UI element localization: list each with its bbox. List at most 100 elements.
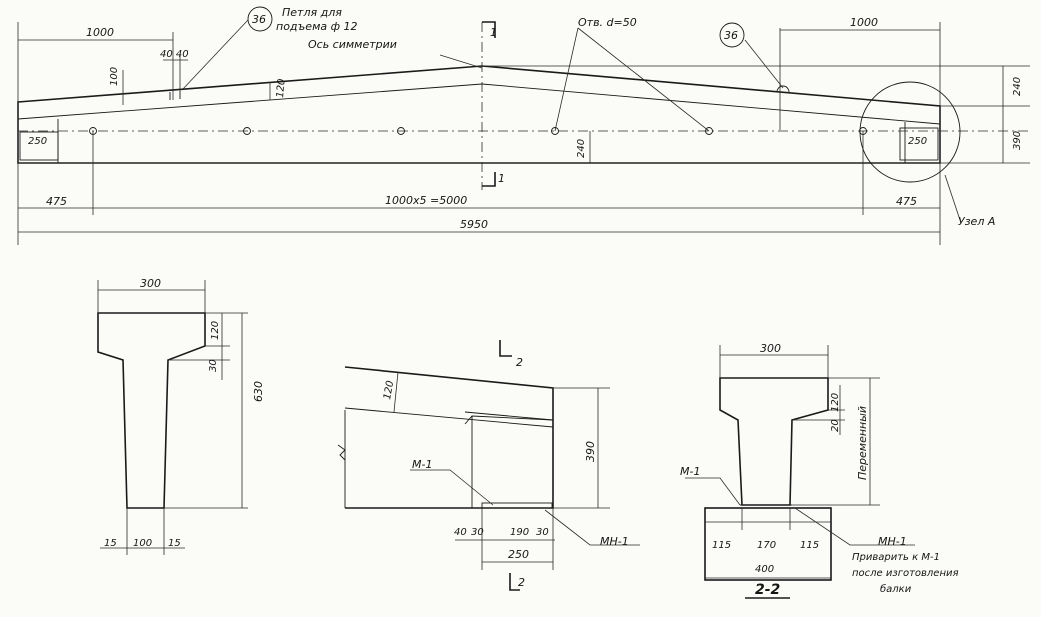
node-a-circle xyxy=(859,81,961,183)
sec2-dim-300: 300 xyxy=(760,342,781,355)
beam-outline xyxy=(17,65,941,164)
section-1-1: 300 120 30 630 15 100 15 xyxy=(97,277,265,555)
leader-node xyxy=(944,174,961,221)
dim-right-height xyxy=(482,65,1030,163)
dim-390-text: 390 xyxy=(1012,131,1023,150)
node-a-detail: 2 2 120 390 M-1 MH-1 40 30 190 30 250 xyxy=(337,340,640,591)
dim-bottom-2 xyxy=(705,508,831,579)
dim-vertical-2 xyxy=(790,377,880,506)
node-section-bottom: 2 xyxy=(518,576,525,589)
section-1-outline xyxy=(97,312,206,509)
lifting-loop-note-2: подъема ф 12 xyxy=(276,20,358,33)
leader-loop-left xyxy=(181,19,249,91)
dim-left-1000-text: 1000 xyxy=(86,26,114,39)
section-mark-bottom-text: 1 xyxy=(498,172,505,185)
node-dim-390: 390 xyxy=(584,441,597,462)
sec2-dim-400: 400 xyxy=(755,564,774,575)
section-mark-2-bottom xyxy=(509,573,520,591)
node-section-top: 2 xyxy=(516,356,523,369)
section-mark-bottom xyxy=(482,172,496,187)
dim-bottom xyxy=(100,507,248,555)
hole xyxy=(243,127,251,135)
hole xyxy=(551,127,559,135)
node-dim-40: 40 xyxy=(454,527,467,538)
section-mark-2-top xyxy=(499,340,512,357)
section-2-upper xyxy=(719,377,829,506)
dim-total-text: 5950 xyxy=(460,218,488,231)
hole xyxy=(397,127,405,135)
dim-holes-text: 1000x5 =5000 xyxy=(385,194,467,207)
section-mark-top-text: 1 xyxy=(490,26,497,39)
dim-240-mid-text: 240 xyxy=(576,139,587,158)
callout-circle-right xyxy=(719,22,745,48)
sec2-title: 2-2 xyxy=(755,582,780,598)
sec2-dim-120: 120 xyxy=(830,393,841,412)
sec2-dim-20: 20 xyxy=(830,419,841,432)
node-dim-120: 120 xyxy=(382,380,396,401)
dim-40-40-text: 40 40 xyxy=(160,49,189,60)
dim-390 xyxy=(553,387,610,509)
dim-120-text: 120 xyxy=(275,78,288,98)
dim-bottom-chain xyxy=(455,508,555,570)
end-block-left xyxy=(19,131,59,161)
node-dim-30-left: 30 xyxy=(471,527,484,538)
section-2-2: 300 120 20 Переменный M-1 MH-1 Приварить… xyxy=(680,342,959,599)
leader-m1-2 xyxy=(685,477,741,506)
lifting-loop-left xyxy=(169,91,181,100)
sec2-dim-170: 170 xyxy=(757,540,776,551)
sec2-note-3: балки xyxy=(880,583,912,595)
dim-vertical xyxy=(168,312,248,508)
sec1-dim-15-left: 15 xyxy=(104,538,117,549)
flange-line xyxy=(17,83,941,125)
sec1-dim-15-right: 15 xyxy=(168,538,181,549)
node-a-outline xyxy=(344,366,554,509)
section-2-support xyxy=(704,507,832,581)
callout-36-right: 36 xyxy=(724,29,738,42)
end-block-right xyxy=(899,127,939,161)
sec1-dim-120: 120 xyxy=(210,321,221,340)
dim-300-2 xyxy=(719,345,829,378)
sec2-label-m1: M-1 xyxy=(680,465,700,478)
node-label-m1: M-1 xyxy=(412,458,432,471)
sec2-dim-115-left: 115 xyxy=(712,540,731,551)
dim-right-1000-text: 1000 xyxy=(850,16,878,29)
dim-100-text: 100 xyxy=(109,67,120,86)
leader-mn1-2 xyxy=(794,507,915,546)
node-a-text: Узел А xyxy=(958,215,995,228)
dim-holes-chain xyxy=(18,131,940,215)
node-a-flange xyxy=(344,407,554,508)
dim-250-left-text: 250 xyxy=(28,136,47,147)
dim-240-right-text: 240 xyxy=(1012,77,1023,96)
leader-symmetry xyxy=(439,54,483,69)
sec2-dim-variable: Переменный xyxy=(856,406,869,480)
sec2-dim-115-right: 115 xyxy=(800,540,819,551)
support-ribs xyxy=(57,119,906,163)
sec1-dim-height: 630 xyxy=(252,381,265,402)
sec1-dim-300: 300 xyxy=(140,277,161,290)
hole xyxy=(705,127,713,135)
leader-loop-right xyxy=(744,39,784,89)
sec1-dim-30: 30 xyxy=(208,359,219,372)
lifting-loop-note-1: Петля для xyxy=(282,6,342,19)
dim-250-right-text: 250 xyxy=(908,136,927,147)
node-dim-30-right: 30 xyxy=(536,527,549,538)
beam-elevation: 1000 1000 40 40 100 120 240 390 240 250 … xyxy=(17,6,1030,245)
lifting-loop-right xyxy=(776,85,790,93)
dim-475-left-text: 475 xyxy=(46,195,67,208)
break-line xyxy=(337,444,346,461)
sec1-dim-100: 100 xyxy=(133,538,152,549)
dim-475-right-text: 475 xyxy=(896,195,917,208)
callout-36-left: 36 xyxy=(252,13,266,26)
plate-m1 xyxy=(481,502,553,509)
sec2-note-2: после изготовления xyxy=(852,568,959,579)
section-mark-top xyxy=(482,21,496,38)
leader-mn1 xyxy=(544,509,640,546)
node-label-mn1: MH-1 xyxy=(600,535,629,548)
dim-300 xyxy=(97,280,206,313)
sec2-note-1: Приварить к М-1 xyxy=(852,552,940,563)
node-dim-250: 250 xyxy=(508,548,529,561)
dim-40-40 xyxy=(163,55,188,92)
node-dim-190: 190 xyxy=(510,527,529,538)
dim-120 xyxy=(393,371,399,413)
